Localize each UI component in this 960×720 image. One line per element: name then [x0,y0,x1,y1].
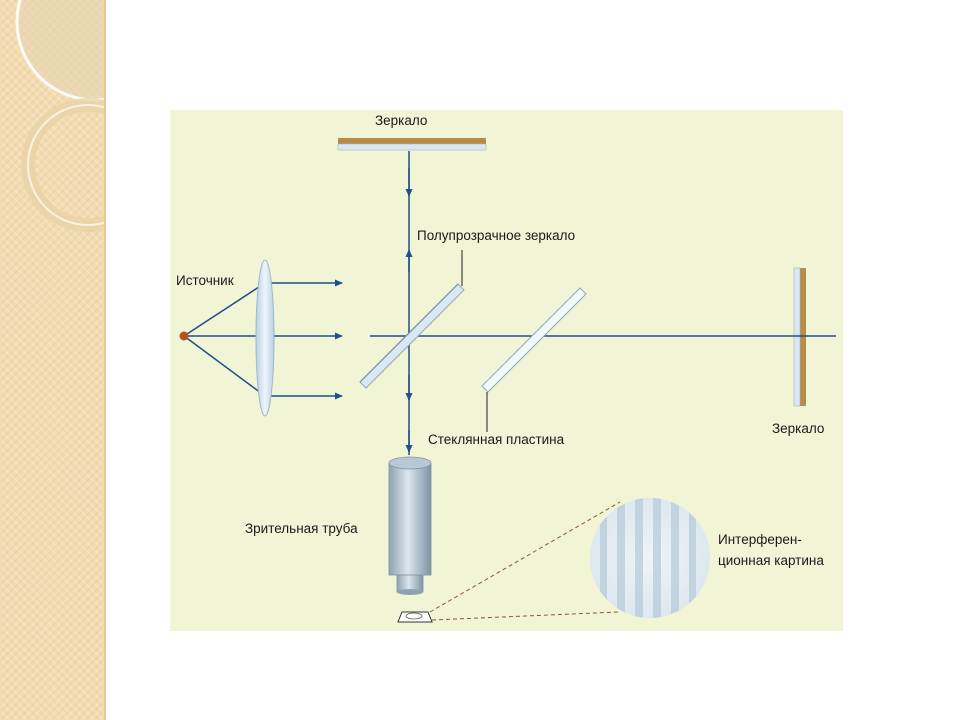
beam-splitter [359,283,465,389]
right-mirror [793,267,806,407]
label-mirror-top: Зеркало [375,113,428,128]
glass-plate [481,287,587,393]
side-panel-border [104,0,106,720]
zoom-dashed-lines [429,501,621,621]
label-source: Источник [176,273,234,288]
interference-pattern [590,498,710,618]
light-source-dot [179,331,189,341]
top-mirror [337,138,487,151]
label-interference-pattern: Интерферен-ционная картина [718,532,824,568]
label-half-mirror: Полупрозрачное зеркало [417,228,576,243]
telescope [388,456,432,595]
label-glass-plate: Стеклянная пластина [428,432,565,447]
decorative-side-panel [0,0,104,720]
decorative-rings [15,0,104,232]
condenser-lens [255,259,275,417]
label-telescope: Зрительная труба [245,521,358,536]
eyepiece-view-frame [397,611,433,623]
label-mirror-right: Зеркало [772,421,825,436]
leader-lines [461,250,488,432]
source-rays [183,279,343,400]
